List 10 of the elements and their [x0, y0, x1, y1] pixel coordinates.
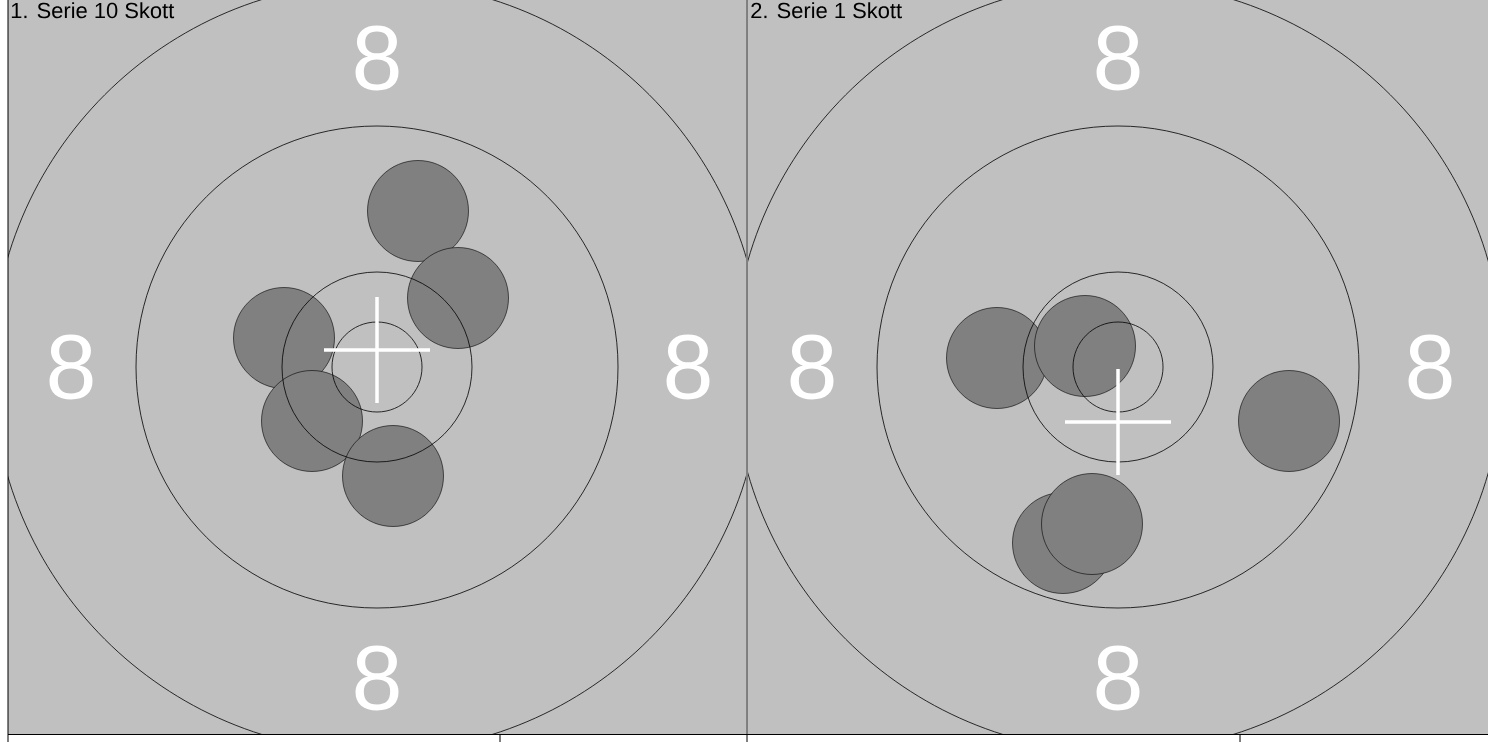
panel-title: 2. Serie 1 Skott — [751, 2, 902, 19]
ring-number: 8 — [49, 334, 93, 400]
panel-title: 1. Serie 10 Skott — [11, 2, 175, 19]
ring-number: 8 — [790, 334, 834, 400]
ring-number: 8 — [666, 334, 710, 400]
ring-number: 8 — [1096, 645, 1140, 711]
ring-number: 8 — [355, 25, 399, 91]
ring-number: 8 — [1096, 25, 1140, 91]
ring-number: 8 — [1408, 334, 1452, 400]
ring-number: 8 — [355, 645, 399, 711]
